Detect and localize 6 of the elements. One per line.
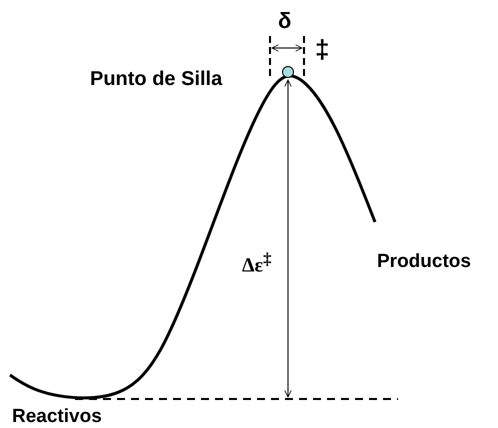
dimension-label: δ xyxy=(278,10,292,32)
transition-state-symbol: ‡ xyxy=(315,36,330,62)
reactant-label: Reactivos xyxy=(12,407,102,426)
point-label: Punto de Silla xyxy=(90,69,222,89)
energy-label: Δε$^{‡}$ xyxy=(242,251,272,276)
product-label: Productos xyxy=(377,252,471,271)
